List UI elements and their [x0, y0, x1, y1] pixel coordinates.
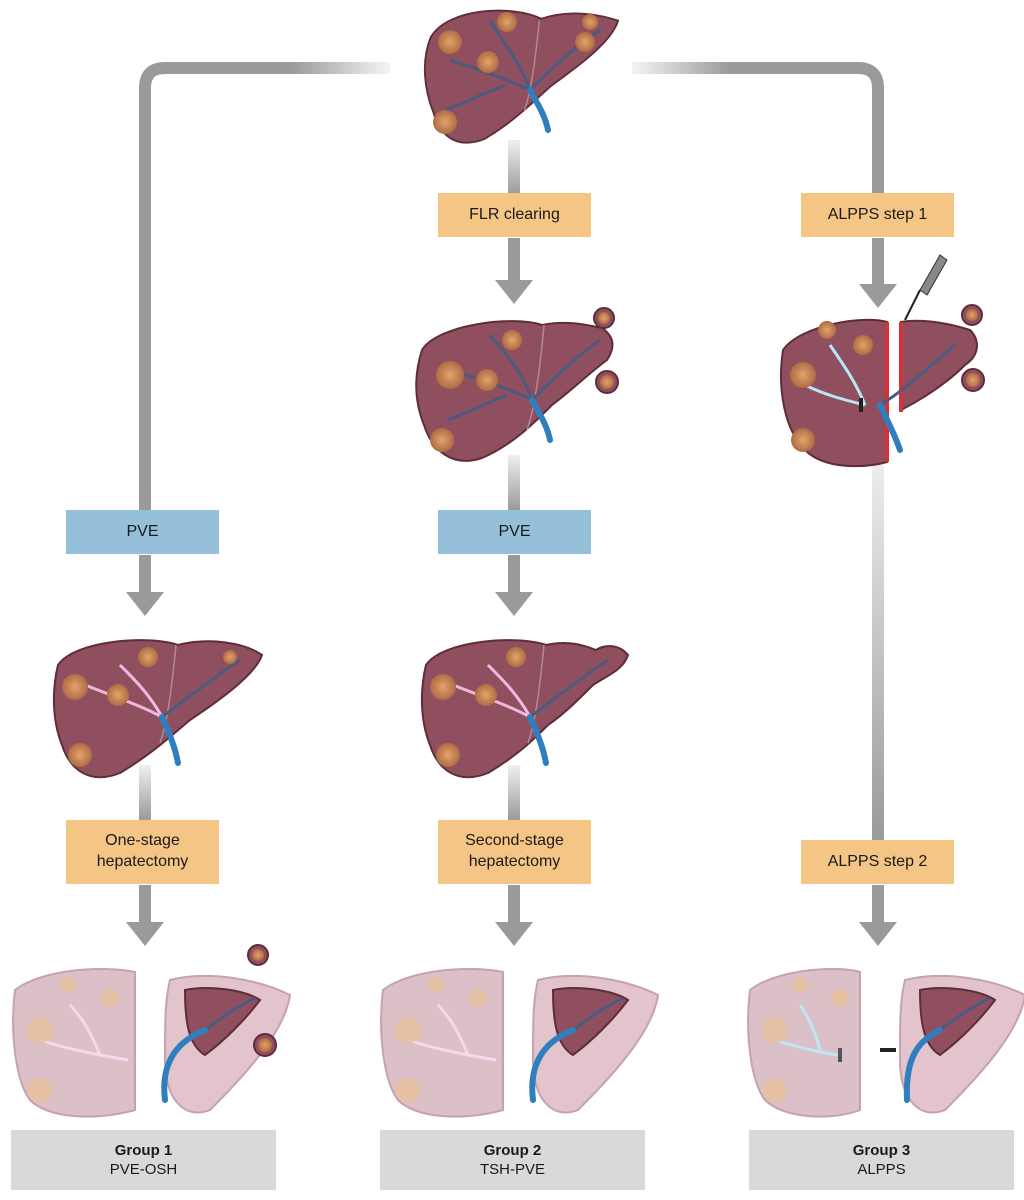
second-stage-label-line2: hepatectomy — [468, 853, 561, 870]
liver-alpps-step1 — [780, 254, 985, 468]
second-stage-label-line1: Second-stage — [465, 832, 564, 850]
pve-box-group2: PVE — [438, 510, 591, 554]
liver-after-flr-clearing — [415, 307, 619, 462]
connector-group1 — [126, 62, 390, 946]
group1-label-box: Group 1 PVE-OSH — [11, 1130, 276, 1190]
group3-label-box: Group 3 ALPPS — [749, 1130, 1014, 1190]
pve-label-group2: PVE — [498, 522, 531, 540]
pve-label-group1: PVE — [126, 522, 159, 540]
liver-after-pve-group2 — [420, 639, 630, 779]
group3-title: Group 3 — [852, 1141, 911, 1159]
arrow-head — [126, 922, 164, 946]
one-stage-hepatectomy-box: One-stage hepatectomy — [66, 820, 219, 884]
flr-clearing-box: FLR clearing — [438, 193, 591, 237]
alpps-step1-box: ALPPS step 1 — [801, 193, 954, 237]
alpps-step1-label: ALPPS step 1 — [827, 205, 928, 223]
arrow-head — [495, 592, 533, 616]
flr-clearing-label: FLR clearing — [469, 205, 560, 223]
result-group3 — [747, 968, 1024, 1118]
result-group2 — [380, 968, 660, 1118]
result-group1 — [12, 944, 292, 1118]
group2-label-box: Group 2 TSH-PVE — [380, 1130, 645, 1190]
group1-title: Group 1 — [114, 1141, 173, 1159]
arrow-head — [859, 284, 897, 308]
one-stage-label-line2: hepatectomy — [96, 853, 189, 870]
liver-initial — [423, 9, 620, 144]
group2-title: Group 2 — [483, 1141, 542, 1159]
second-stage-hepatectomy-box: Second-stage hepatectomy — [438, 820, 591, 884]
arrow-head — [495, 280, 533, 304]
group2-subtitle: TSH-PVE — [479, 1161, 545, 1178]
alpps-step2-label: ALPPS step 2 — [827, 852, 928, 870]
connector-group2 — [495, 140, 533, 946]
arrow-head — [859, 922, 897, 946]
arrow-head — [495, 922, 533, 946]
liver-after-pve-group1 — [52, 639, 264, 779]
group1-subtitle: PVE-OSH — [109, 1161, 178, 1178]
one-stage-label-line1: One-stage — [105, 832, 180, 850]
group3-subtitle: ALPPS — [857, 1161, 906, 1178]
pve-box-group1: PVE — [66, 510, 219, 554]
connector-group3 — [632, 62, 897, 946]
alpps-step2-box: ALPPS step 2 — [801, 840, 954, 884]
arrow-head — [126, 592, 164, 616]
